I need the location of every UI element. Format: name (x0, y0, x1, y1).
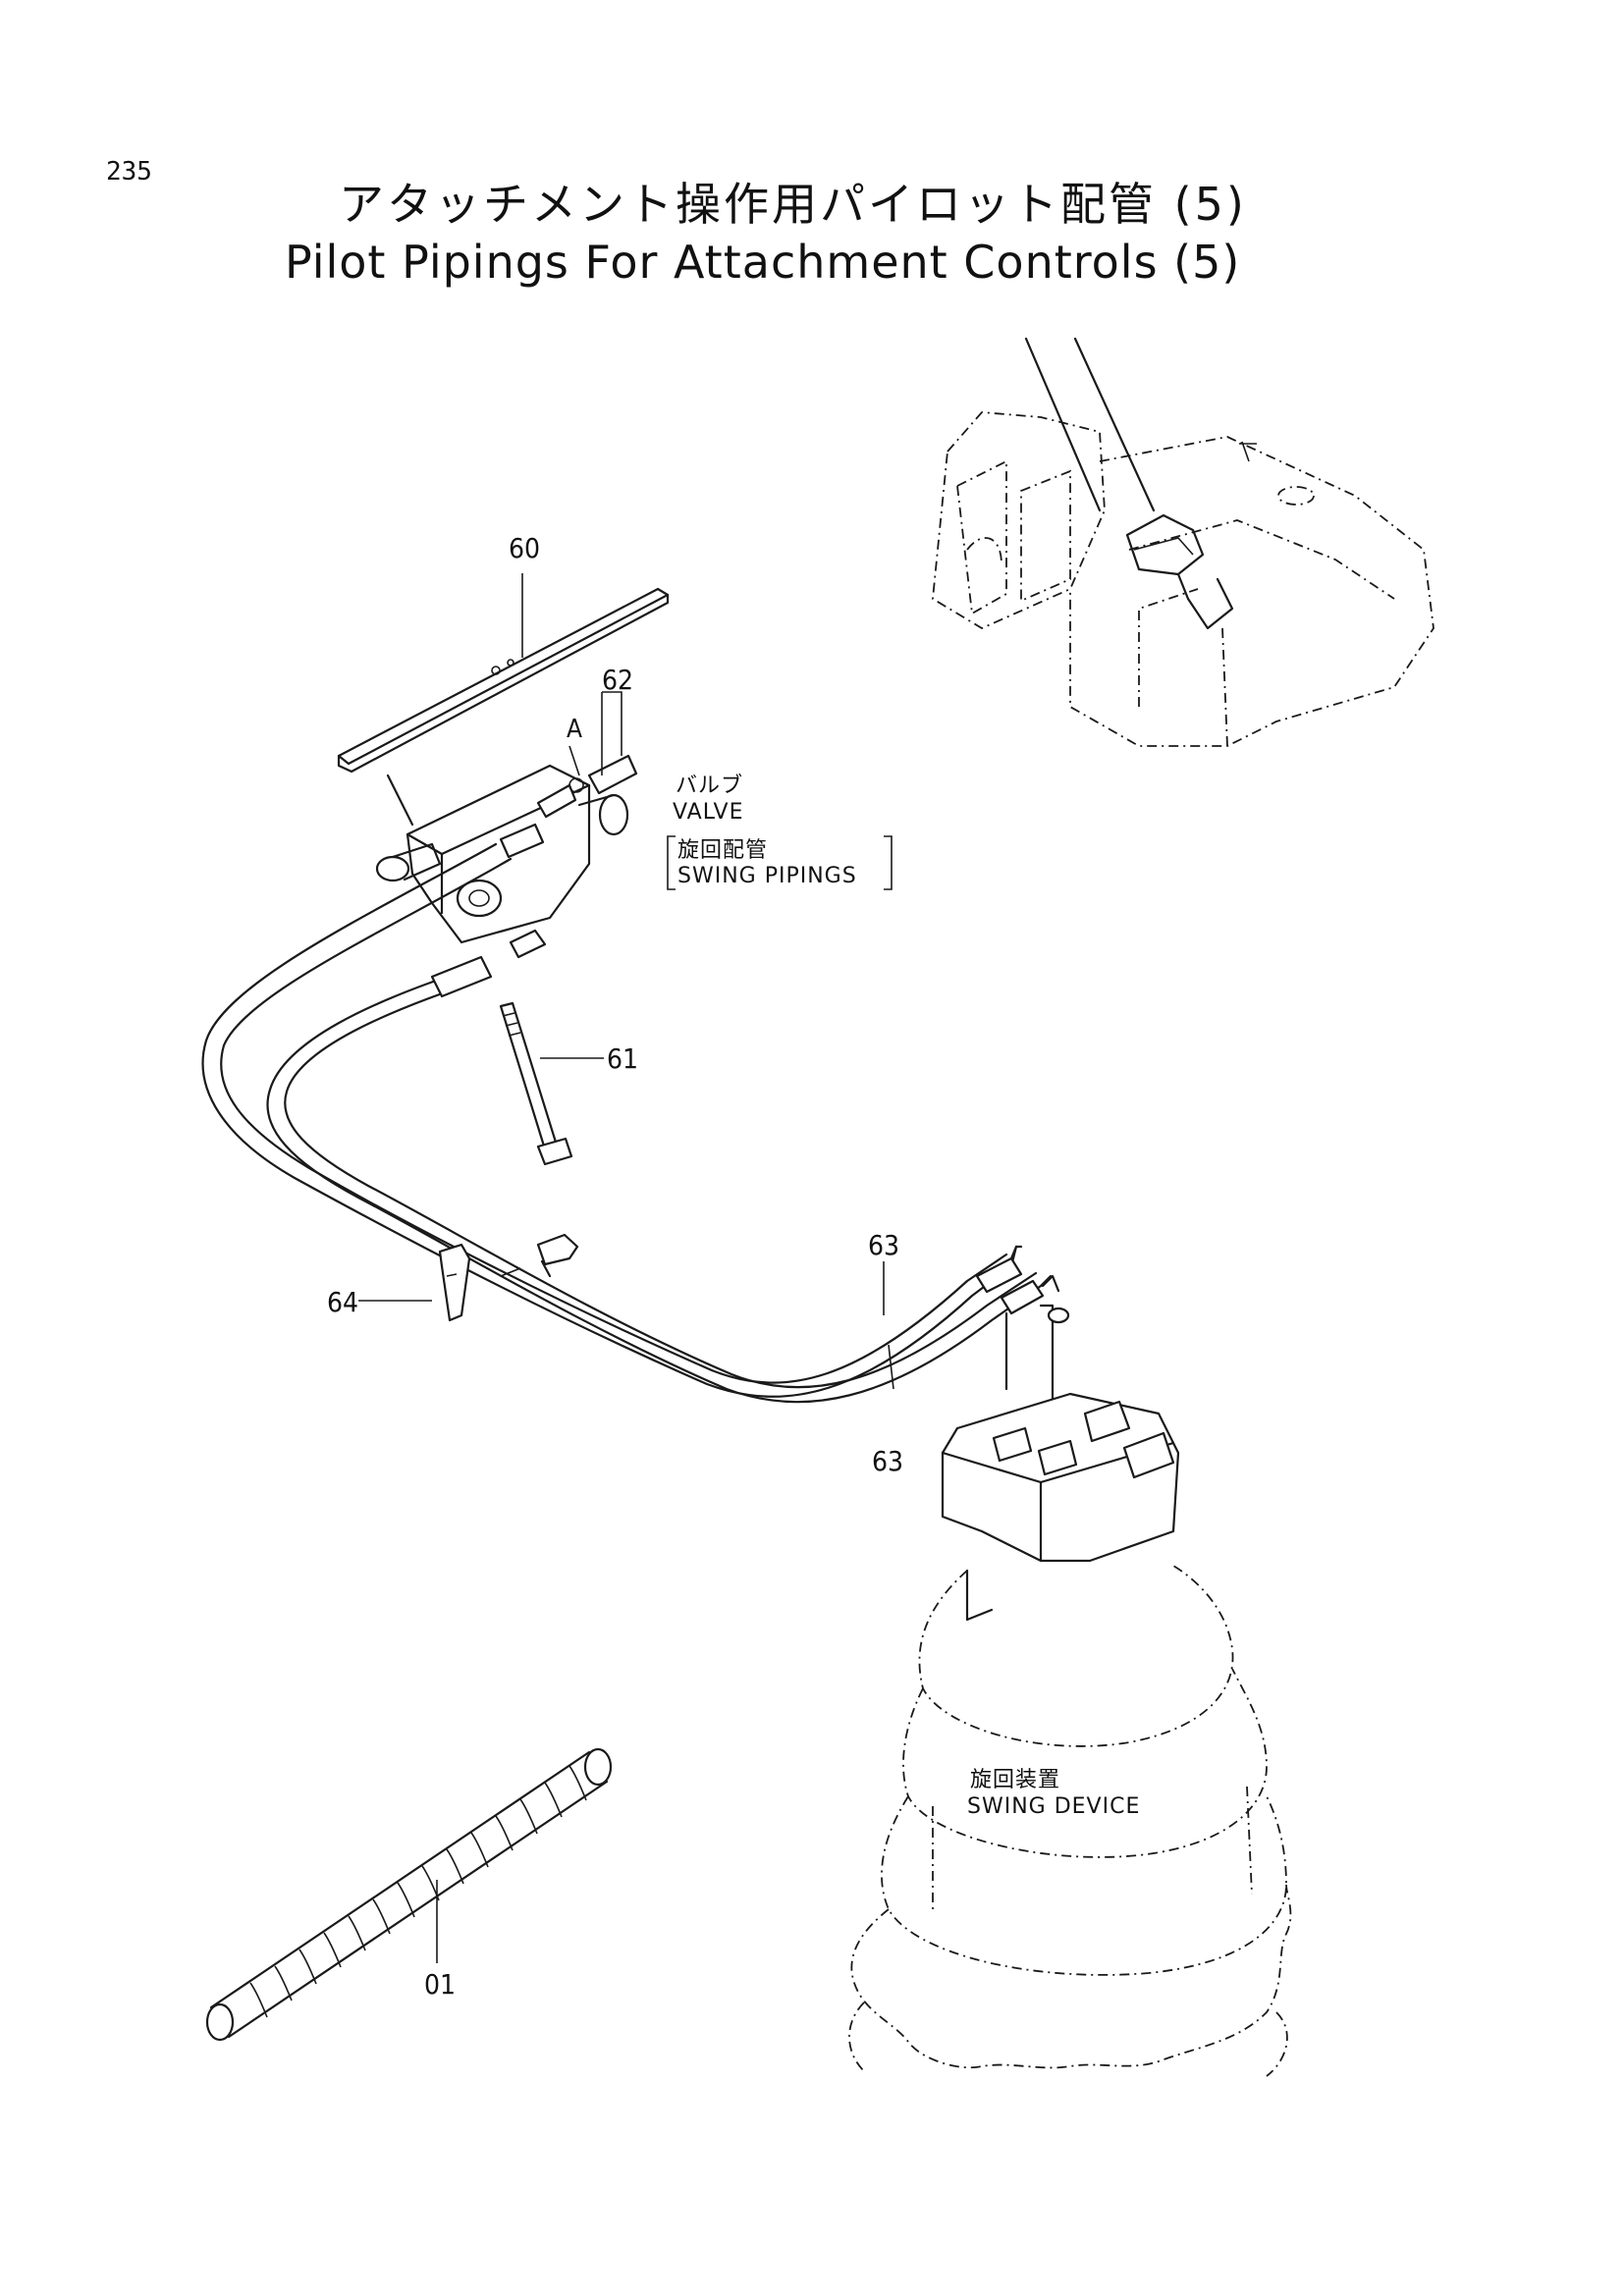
callout-62: 62 (602, 664, 634, 696)
callout-61: 61 (607, 1042, 639, 1075)
swing-device-label-ja: 旋回装置 (970, 1768, 1061, 1792)
callout-63-upper: 63 (868, 1229, 900, 1261)
callout-63-lower: 63 (872, 1445, 904, 1477)
part-01-protector-spiral (205, 1747, 613, 2042)
callout-60: 60 (509, 532, 541, 564)
valve-block (375, 745, 638, 959)
swing-device-illustration (848, 1392, 1292, 2077)
page-number: 235 (106, 157, 152, 187)
bracket-left (667, 835, 676, 890)
callout-01: 01 (424, 1968, 457, 2001)
title-japanese: アタッチメント操作用パイロット配管 (5) (339, 178, 1247, 231)
swing-pipings-label-en: SWING PIPINGS (677, 864, 857, 888)
excavator-overview-illustration (932, 337, 1435, 747)
part-61-bolt (499, 1001, 573, 1166)
bracket-right (884, 835, 893, 890)
swing-device-label-en: SWING DEVICE (967, 1794, 1141, 1819)
valve-label-ja: バルブ (676, 774, 744, 798)
valve-label-en: VALVE (673, 800, 744, 825)
part-64-clamp (438, 1233, 579, 1322)
part-60-cover-plate (337, 573, 670, 774)
part-63-pilot-pipes (201, 823, 1070, 1411)
callout-64: 64 (327, 1286, 359, 1318)
title-english: Pilot Pipings For Attachment Controls (5… (285, 236, 1241, 289)
callout-view-a: A (567, 715, 582, 744)
swing-pipings-label-ja: 旋回配管 (677, 838, 769, 863)
